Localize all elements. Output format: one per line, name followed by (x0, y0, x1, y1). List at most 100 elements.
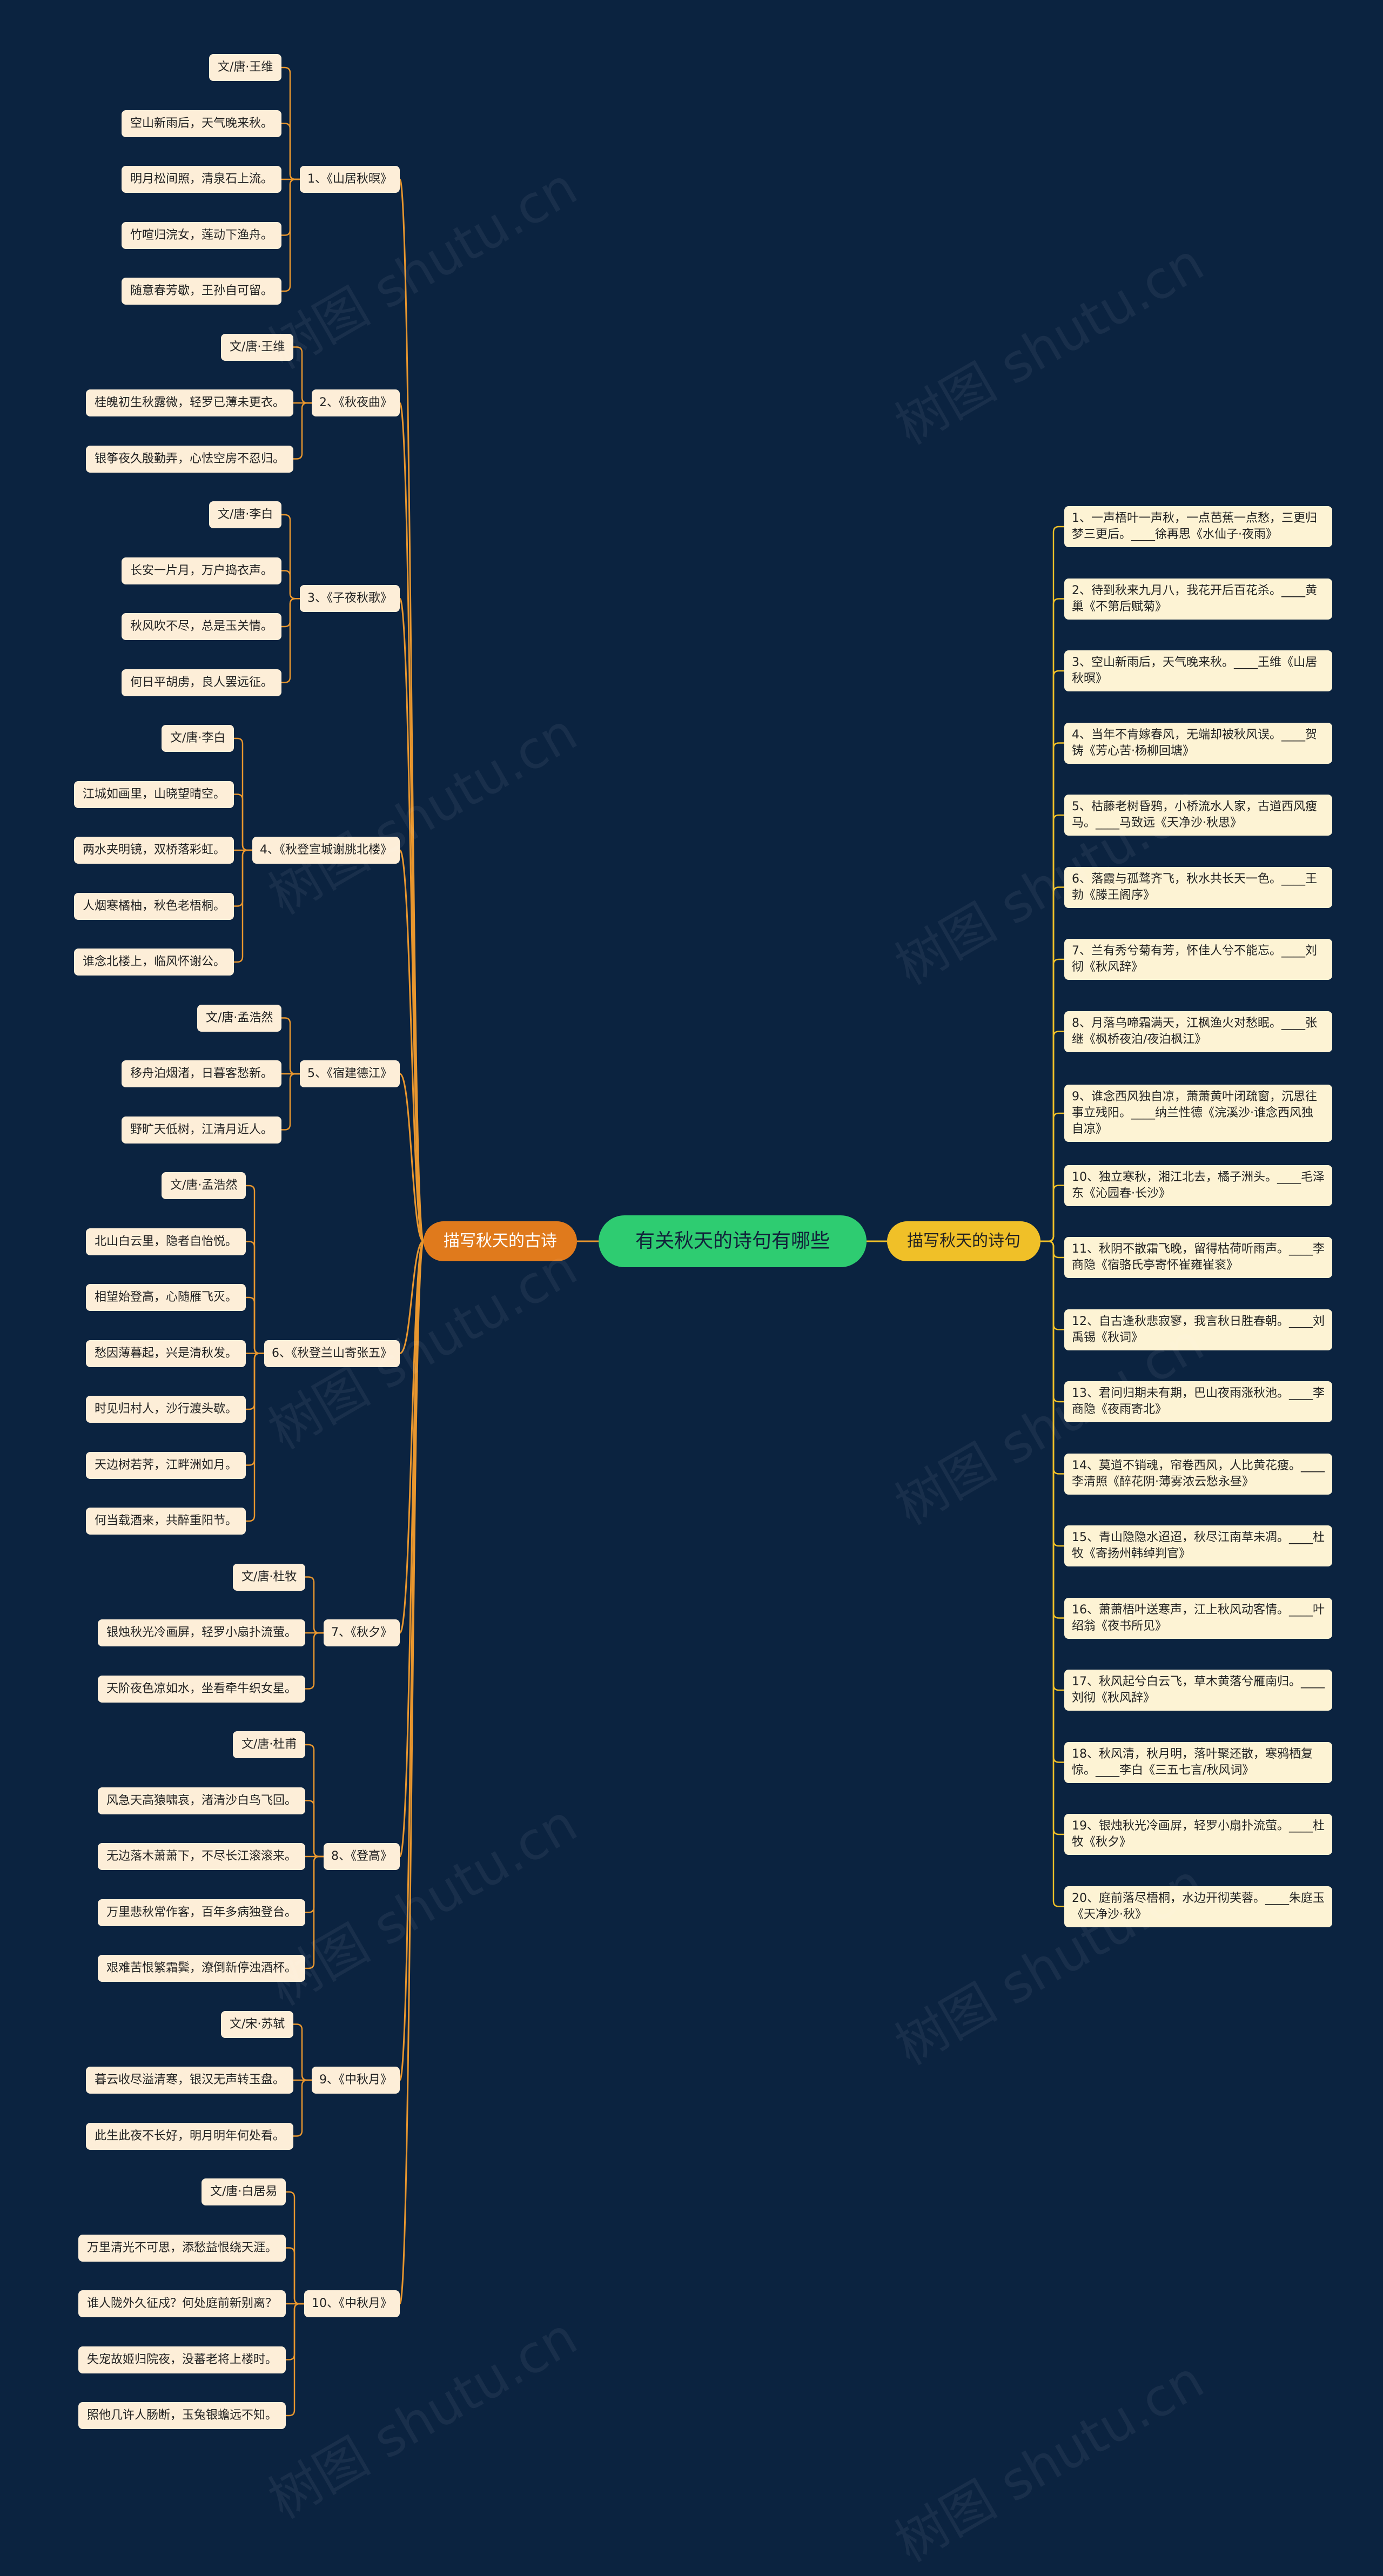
sentence-node[interactable]: 17、秋风起兮白云飞，草木黄落兮雁南归。____刘彻《秋风辞》 (1064, 1670, 1332, 1711)
connector-line (234, 793, 252, 851)
sentence-node[interactable]: 1、一声梧叶一声秋，一点芭蕉一点愁，三更归梦三更后。____徐再思《水仙子·夜雨… (1064, 506, 1332, 547)
connector-line (305, 1800, 324, 1858)
connector-line (1040, 526, 1064, 1242)
poem-line-node[interactable]: 银烛秋光冷画屏，轻罗小扇扑流萤。 (98, 1619, 306, 1646)
poem-line-node[interactable]: 长安一片月，万户捣衣声。 (122, 557, 282, 584)
connector-line (399, 1240, 424, 1354)
poem-line-node[interactable]: 竹喧归浣女，莲动下渔舟。 (122, 221, 282, 249)
poem-line-node[interactable]: 秋风吹不尽，总是玉关情。 (122, 613, 282, 640)
connector-line (1040, 1240, 1064, 1403)
sentence-node[interactable]: 13、君问归期未有期，巴山夜雨涨秋池。____李商隐《夜雨寄北》 (1064, 1381, 1332, 1422)
poem-line-node[interactable]: 文/唐·白居易 (202, 2178, 286, 2205)
poem-title-node[interactable]: 10、《中秋月》 (304, 2290, 400, 2317)
poem-line-node[interactable]: 失宠故姬归院夜，没蕃老将上楼时。 (78, 2346, 286, 2373)
sentence-node[interactable]: 16、萧萧梧叶送寒声，江上秋风动客情。____叶绍翁《夜书所见》 (1064, 1597, 1332, 1639)
poem-line-node[interactable]: 两水夹明镜，双桥落彩虹。 (74, 837, 234, 864)
connector-line (305, 1632, 324, 1690)
poem-line-node[interactable]: 空山新雨后，天气晚来秋。 (122, 110, 282, 137)
poem-line-node[interactable]: 愁因薄暮起，兴是清秋发。 (86, 1340, 246, 1367)
sentence-node[interactable]: 7、兰有秀兮菊有芳，怀佳人兮不能忘。____刘彻《秋风辞》 (1064, 939, 1332, 980)
connector-line (399, 597, 425, 1242)
connector-line (1040, 1240, 1064, 1547)
sentence-node[interactable]: 5、枯藤老树昏鸦，小桥流水人家，古道西风瘦马。____马致远《天净沙·秋思》 (1064, 795, 1332, 836)
poem-line-node[interactable]: 此生此夜不长好，明月明年何处看。 (86, 2122, 294, 2150)
poem-line-node[interactable]: 北山白云里，隐者自怡悦。 (86, 1228, 246, 1255)
poem-line-node[interactable]: 天阶夜色凉如水，坐看牵牛织女星。 (98, 1675, 306, 1703)
sentence-node[interactable]: 4、当年不肯嫁春风，无端却被秋风误。____贺铸《芳心苦·杨柳回塘》 (1064, 722, 1332, 764)
sentence-node[interactable]: 8、月落乌啼霜满天，江枫渔火对愁眠。____张继《枫桥夜泊/夜泊枫江》 (1064, 1011, 1332, 1052)
connector-line (1040, 1240, 1064, 1330)
poem-line-node[interactable]: 艰难苦恨繁霜鬓，潦倒新停浊酒杯。 (98, 1955, 306, 1982)
poem-title-node[interactable]: 8、《登高》 (324, 1843, 400, 1870)
poem-title-node[interactable]: 9、《中秋月》 (312, 2067, 400, 2094)
poem-title-node[interactable]: 3、《子夜秋歌》 (300, 585, 400, 613)
connector-line (1040, 1240, 1064, 1691)
poem-line-node[interactable]: 风急天高猿啸哀，渚清沙白鸟飞回。 (98, 1787, 306, 1814)
connector-line (234, 849, 252, 963)
connector-line (305, 1576, 324, 1634)
poem-title-node[interactable]: 2、《秋夜曲》 (312, 389, 400, 416)
poem-line-node[interactable]: 文/宋·苏轼 (221, 2010, 294, 2038)
poem-line-node[interactable]: 照他几许人肠断，玉兔银蟾远不知。 (78, 2402, 286, 2429)
left-branch-node[interactable]: 描写秋天的古诗 (424, 1221, 577, 1261)
connector-line (399, 1240, 425, 1634)
poem-line-node[interactable]: 何当载酒来，共醉重阳节。 (86, 1508, 246, 1535)
sentence-node[interactable]: 6、落霞与孤鹜齐飞，秋水共长天一色。____王勃《滕王阁序》 (1064, 866, 1332, 908)
poem-title-node[interactable]: 6、《秋登兰山寄张五》 (264, 1340, 400, 1367)
poem-line-node[interactable]: 谁念北楼上，临风怀谢公。 (74, 949, 234, 976)
connector-line (281, 1073, 300, 1131)
sentence-node[interactable]: 14、莫道不销魂，帘卷西风，人比黄花瘦。____李清照《醉花阴·薄雾浓云愁永昼》 (1064, 1453, 1332, 1495)
sentence-node[interactable]: 20、庭前落尽梧桐，水边开彻芙蓉。____朱庭玉《天净沙·秋》 (1064, 1886, 1332, 1927)
sentence-node[interactable]: 12、自古逢秋悲寂寥，我言秋日胜春朝。____刘禹锡《秋词》 (1064, 1309, 1332, 1350)
poem-line-node[interactable]: 移舟泊烟渚，日暮客愁新。 (122, 1060, 282, 1087)
root-node[interactable]: 有关秋天的诗句有哪些 (599, 1215, 867, 1267)
right-branch-node[interactable]: 描写秋天的诗句 (887, 1221, 1040, 1261)
poem-line-node[interactable]: 银筝夜久殷勤弄，心怯空房不忍归。 (86, 445, 294, 473)
poem-line-node[interactable]: 谁人陇外久征戍？何处庭前新别离？ (78, 2290, 286, 2317)
connector-line (1040, 1240, 1064, 1619)
poem-title-node[interactable]: 5、《宿建德江》 (300, 1060, 400, 1087)
poem-line-node[interactable]: 万里悲秋常作客，百年多病独登台。 (98, 1899, 306, 1926)
connector-line (293, 2023, 312, 2081)
poem-line-node[interactable]: 桂魄初生秋露微，轻罗已薄未更衣。 (86, 389, 294, 416)
poem-line-node[interactable]: 文/唐·孟浩然 (197, 1004, 282, 1032)
poem-line-node[interactable]: 野旷天低树，江清月近人。 (122, 1116, 282, 1144)
connector-line (281, 598, 300, 683)
poem-line-node[interactable]: 明月松间照，清泉石上流。 (122, 166, 282, 193)
poem-title-node[interactable]: 1、《山居秋暝》 (300, 166, 400, 193)
connector-line (1040, 670, 1064, 1242)
poem-line-node[interactable]: 文/唐·王维 (221, 333, 294, 361)
poem-line-node[interactable]: 文/唐·王维 (209, 54, 282, 81)
poem-line-node[interactable]: 文/唐·杜甫 (233, 1731, 306, 1758)
poem-line-node[interactable]: 人烟寒橘柚，秋色老梧桐。 (74, 892, 234, 920)
sentence-node[interactable]: 10、独立寒秋，湘江北去，橘子洲头。____毛泽东《沁园春·长沙》 (1064, 1165, 1332, 1206)
poem-line-node[interactable]: 无边落木萧萧下，不尽长江滚滚来。 (98, 1843, 306, 1870)
poem-line-node[interactable]: 江城如画里，山晓望晴空。 (74, 781, 234, 808)
connector-line (293, 402, 312, 460)
connector-line (281, 570, 300, 600)
poem-line-node[interactable]: 随意春芳歇，王孙自可留。 (122, 278, 282, 305)
sentence-node[interactable]: 15、青山隐隐水迢迢，秋尽江南草未凋。____杜牧《寄扬州韩绰判官》 (1064, 1525, 1332, 1566)
sentence-node[interactable]: 9、谁念西风独自凉，萧萧黄叶闭疏窗，沉思往事立残阳。____纳兰性德《浣溪沙·谁… (1064, 1085, 1332, 1142)
sentence-node[interactable]: 3、空山新雨后，天气晚来秋。____王维《山居秋暝》 (1064, 650, 1332, 691)
poem-line-node[interactable]: 何日平胡虏，良人罢远征。 (122, 669, 282, 696)
poem-line-node[interactable]: 万里清光不可思，添愁益恨绕天涯。 (78, 2234, 286, 2262)
poem-line-node[interactable]: 天边树若荠，江畔洲如月。 (86, 1451, 246, 1479)
sentence-node[interactable]: 19、银烛秋光冷画屏，轻罗小扇扑流萤。____杜牧《秋夕》 (1064, 1814, 1332, 1855)
poem-line-node[interactable]: 暮云收尽溢清寒，银汉无声转玉盘。 (86, 2067, 294, 2094)
poem-line-node[interactable]: 文/唐·李白 (162, 725, 234, 752)
connector-line (246, 1296, 264, 1354)
connector-line (1040, 886, 1064, 1242)
sentence-node[interactable]: 18、秋风清，秋月明，落叶聚还散，寒鸦栖复惊。____李白《三五七言/秋风词》 (1064, 1741, 1332, 1783)
connector-line (1040, 1031, 1064, 1242)
poem-line-node[interactable]: 文/唐·李白 (209, 501, 282, 528)
poem-title-node[interactable]: 7、《秋夕》 (324, 1619, 400, 1646)
sentence-node[interactable]: 2、待到秋来九月八，我花开后百花杀。____黄巢《不第后赋菊》 (1064, 578, 1332, 620)
poem-line-node[interactable]: 文/唐·孟浩然 (162, 1172, 246, 1199)
connector-line (399, 1240, 425, 2081)
poem-title-node[interactable]: 4、《秋登宣城谢朓北楼》 (252, 837, 400, 864)
sentence-node[interactable]: 11、秋阴不散霜飞晚，留得枯荷听雨声。____李商隐《宿骆氏亭寄怀崔雍崔衮》 (1064, 1237, 1332, 1278)
poem-line-node[interactable]: 相望始登高，心随雁飞灭。 (86, 1284, 246, 1311)
poem-line-node[interactable]: 时见归村人，沙行渡头歇。 (86, 1396, 246, 1423)
poem-line-node[interactable]: 文/唐·杜牧 (233, 1563, 306, 1591)
